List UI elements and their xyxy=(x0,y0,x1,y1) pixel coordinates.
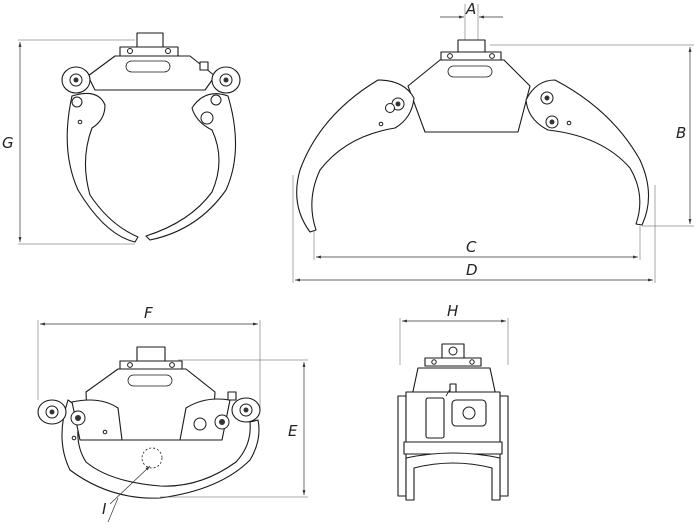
grapple-closed-front-view: G xyxy=(2,32,241,245)
dimension-label-e: E xyxy=(288,422,298,440)
right-jaw xyxy=(145,93,237,241)
grapple-tight-closed-view: F E I xyxy=(37,304,308,523)
dimension-label-b: B xyxy=(676,124,686,142)
grapple-open-front-view: A B C D xyxy=(292,0,694,283)
grapple-body xyxy=(407,59,531,133)
dimension-label-f: F xyxy=(144,304,153,322)
grapple-side-view: H xyxy=(397,302,509,501)
left-jaw xyxy=(296,79,415,233)
rotator-top xyxy=(136,32,164,48)
dimension-label-a: A xyxy=(465,0,476,18)
rotator-top xyxy=(136,346,166,362)
dimension-label-h: H xyxy=(447,302,458,320)
dimension-label-d: D xyxy=(466,261,478,279)
dimension-label-i: I xyxy=(102,500,107,518)
right-jaw xyxy=(525,79,650,226)
dimension-label-c: C xyxy=(466,238,477,256)
left-jaw xyxy=(66,92,139,243)
dimension-label-g: G xyxy=(2,134,14,152)
rotator-top xyxy=(457,39,486,53)
